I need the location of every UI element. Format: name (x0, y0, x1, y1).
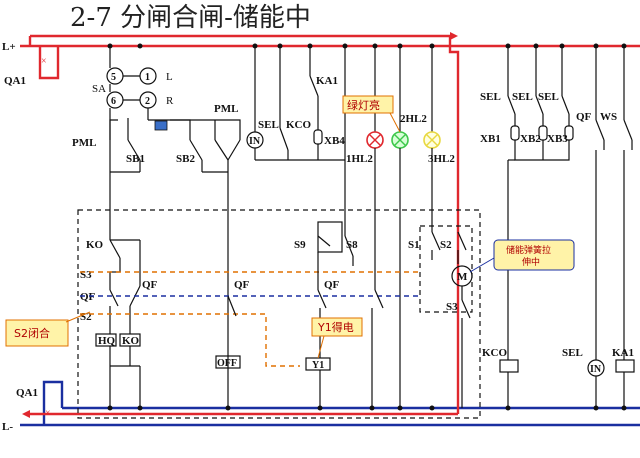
breaker-bottom-label: QA1 (16, 387, 38, 399)
svg-text:伸中: 伸中 (522, 256, 540, 268)
ko-label: KO (86, 239, 104, 251)
qf-left-label: QF (80, 291, 96, 303)
breaker-top-label: QA1 (4, 75, 26, 87)
sel-b-label: SEL (512, 91, 533, 103)
s3-left-label: S3 (80, 269, 92, 281)
ko-coil-label: KO (122, 335, 140, 347)
qf-left2-label: QF (142, 279, 158, 291)
selector-2: 2 (145, 96, 150, 107)
xb4-label: XB4 (324, 135, 345, 147)
s3-right-label: S3 (446, 301, 458, 313)
sel-a-label: SEL (480, 91, 501, 103)
kco-top-label: KCO (286, 119, 312, 131)
in-coil-label: IN (590, 364, 602, 375)
indicator-group (246, 46, 346, 210)
off-circuit (215, 295, 241, 369)
selector-6: 6 (111, 96, 116, 107)
closing-circuit (95, 239, 141, 408)
s1-label: S1 (408, 239, 420, 251)
ka1-top-label: KA1 (316, 75, 338, 87)
svg-text:S2闭合: S2闭合 (14, 326, 50, 340)
selector-switch (106, 46, 157, 140)
callout-y1-energized: Y1得电 (311, 317, 363, 359)
svg-text:绿灯亮: 绿灯亮 (347, 98, 380, 112)
s2-left-label: S2 (80, 311, 92, 323)
indicator-lamps (366, 46, 441, 408)
qf-mid-label: QF (234, 279, 250, 291)
callout-storing: 储能弹簧拉 伸中 (469, 239, 575, 273)
svg-text:储能弹簧拉: 储能弹簧拉 (506, 244, 551, 256)
pushbutton-section (109, 118, 241, 408)
hl2-label: 2HL2 (400, 113, 427, 125)
callout-green-light: 绿灯亮 (342, 95, 401, 133)
trip-circuit (305, 210, 384, 408)
bus-negative-label: L- (2, 421, 13, 433)
hq-coil-label: HQ (98, 335, 116, 347)
ws-label: WS (600, 111, 617, 123)
indicator-block-icon (154, 120, 168, 131)
s8-label: S8 (346, 239, 358, 251)
motor-icon: M (457, 271, 468, 283)
callout-s2-close: S2闭合 (5, 311, 91, 347)
sel-coil-label: SEL (562, 347, 583, 359)
qf-y-label: QF (324, 279, 340, 291)
xb2-label: XB2 (520, 133, 541, 145)
selector-sa-label: SA (92, 83, 106, 95)
sel-top-label: SEL (258, 119, 279, 131)
y1-coil-label: Y1 (312, 360, 324, 371)
sel-c-label: SEL (538, 91, 559, 103)
hl3-label: 3HL2 (428, 153, 455, 165)
xb1-label: XB1 (480, 133, 501, 145)
mechanism-box (77, 209, 481, 419)
negative-bus (20, 380, 640, 427)
selector-1: 1 (145, 72, 150, 83)
pml-top-label: PML (214, 103, 238, 115)
s9-label: S9 (294, 239, 306, 251)
motor-circuit (419, 225, 473, 408)
qf-right-label: QF (576, 111, 592, 123)
sb2-label: SB2 (176, 153, 195, 165)
right-protection-group (499, 46, 635, 408)
selector-l-label: L (166, 71, 173, 83)
in-label: IN (249, 136, 261, 147)
pml-left-label: PML (72, 137, 96, 149)
page-title: 2-7 分闸合闸-储能中 (70, 3, 311, 33)
kco-coil-label: KCO (482, 347, 508, 359)
off-coil-label: OFF (217, 358, 237, 369)
ka1-coil-label: KA1 (612, 347, 634, 359)
bus-positive-label: L+ (2, 41, 16, 53)
breaker-x-icon: × (41, 56, 47, 67)
selector-r-label: R (166, 95, 174, 107)
hl1-label: 1HL2 (346, 153, 373, 165)
s2-right-label: S2 (440, 239, 452, 251)
selector-5: 5 (111, 72, 116, 83)
sb1-label: SB1 (126, 153, 145, 165)
breaker-x-icon-bottom: × (45, 408, 51, 419)
svg-text:Y1得电: Y1得电 (317, 321, 354, 334)
xb3-label: XB3 (547, 133, 568, 145)
